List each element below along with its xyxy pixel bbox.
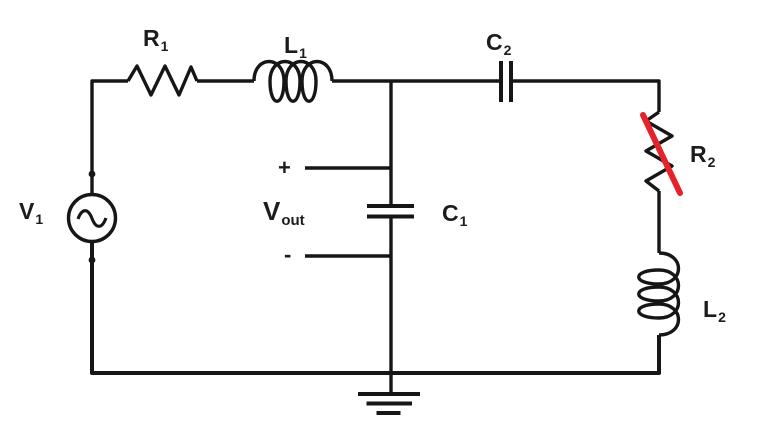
- label-vout: Vout: [263, 196, 305, 230]
- label-l2: L2: [703, 296, 726, 325]
- terminal-dot-bottom: [88, 256, 96, 264]
- voltage-source-v1-symbol: [66, 192, 118, 244]
- capacitor-c1-symbol: [367, 204, 414, 219]
- sine-wave-icon: [76, 209, 108, 228]
- wire-left-top: [90, 79, 128, 195]
- ground-symbol: [358, 392, 420, 415]
- label-r1: R1: [143, 25, 169, 54]
- inductor-l1-symbol: [252, 59, 334, 103]
- label-v1: V1: [19, 198, 44, 227]
- minus-sign: -: [284, 242, 292, 267]
- wire-c2-r2: [511, 79, 661, 112]
- label-r2: R2: [690, 141, 716, 170]
- label-c1: C1: [442, 200, 468, 229]
- wire-bottom-rail: [90, 242, 661, 375]
- capacitor-c2-symbol: [499, 61, 513, 102]
- label-c2: C2: [486, 29, 512, 58]
- plus-sign: +: [278, 155, 291, 180]
- terminal-dot-top: [88, 170, 96, 178]
- label-l1: L1: [284, 32, 307, 61]
- resistor-r1-symbol: [126, 64, 199, 97]
- r2-red-strike: [640, 112, 683, 196]
- inductor-l2-symbol: [637, 251, 681, 337]
